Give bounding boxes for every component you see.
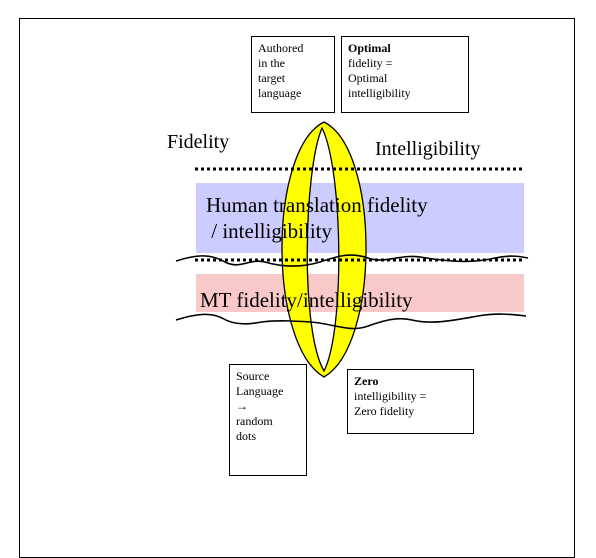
source-language-box: Source Language → random dots	[229, 364, 307, 476]
authored-line-3: target	[258, 71, 286, 85]
zero-line-1: intelligibility =	[354, 389, 427, 403]
optimal-line-2: Optimal	[348, 71, 388, 85]
authored-line-4: language	[258, 86, 302, 100]
source-line-2: Language	[236, 384, 284, 398]
zero-title: Zero	[354, 374, 379, 388]
source-line-5: dots	[236, 429, 257, 443]
optimal-box: Optimal fidelity = Optimal intelligibili…	[341, 36, 469, 113]
fidelity-label: Fidelity	[167, 131, 230, 153]
zero-box: Zero intelligibility = Zero fidelity	[347, 369, 474, 434]
mt-label: MT fidelity/intelligibility	[200, 288, 413, 312]
human-translation-line-1: Human translation fidelity	[206, 193, 428, 217]
source-line-1: Source	[236, 369, 270, 383]
authored-line-1: Authored	[258, 41, 304, 55]
intelligibility-label: Intelligibility	[375, 138, 481, 160]
optimal-line-3: intelligibility	[348, 86, 411, 100]
human-translation-label: Human translation fidelity / intelligibi…	[206, 192, 506, 244]
human-translation-line-2: / intelligibility	[206, 219, 332, 243]
lower-wavy-line	[175, 313, 527, 330]
source-line-4: random	[236, 414, 273, 428]
fidelity-ring	[281, 121, 367, 378]
optimal-title: Optimal	[348, 41, 391, 55]
upper-wavy-line	[175, 254, 529, 267]
authored-line-2: in the	[258, 56, 285, 70]
zero-line-2: Zero fidelity	[354, 404, 415, 418]
optimal-line-1: fidelity =	[348, 56, 393, 70]
authored-box: Authored in the target language	[251, 36, 335, 113]
source-arrow: →	[236, 399, 248, 413]
